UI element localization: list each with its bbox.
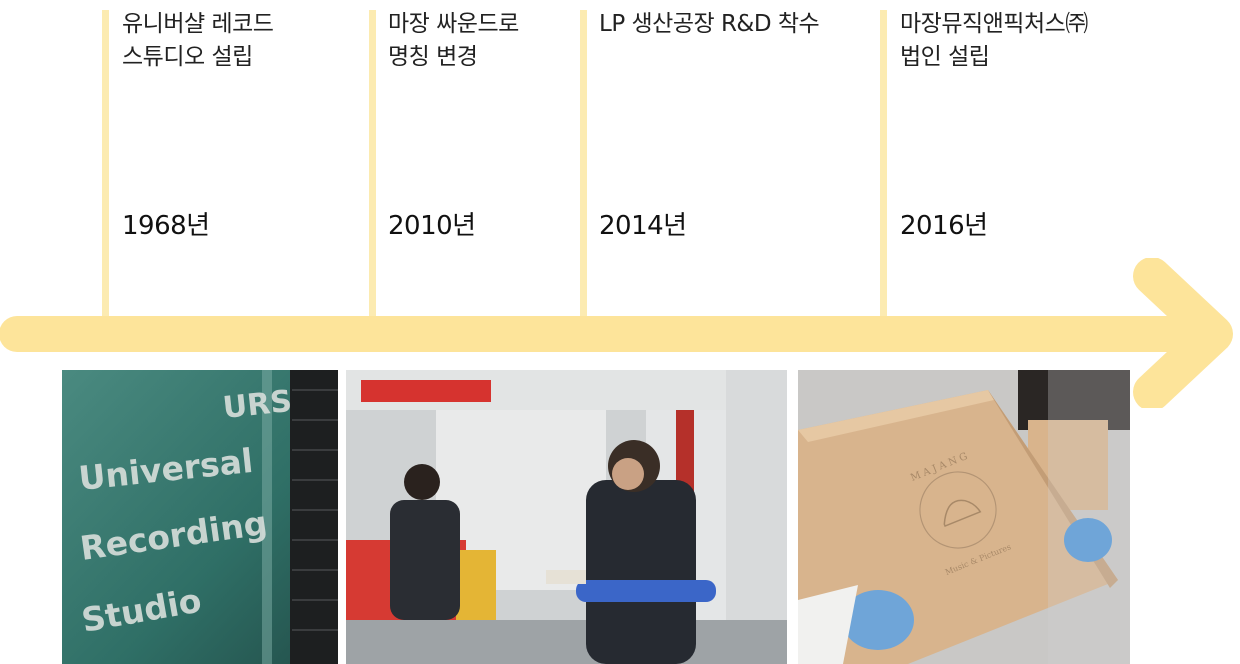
- timeline-marker-line-2016: [880, 10, 887, 316]
- event-year-1968: 1968년: [122, 211, 210, 241]
- event-title-1968: 유니버샬 레코드 스튜디오 설립: [122, 11, 274, 70]
- timeline-arrow-icon: [0, 258, 1233, 408]
- event-title-2010: 마장 싸운드로 명칭 변경: [388, 11, 519, 70]
- product-box-photo: MAJANG Music & Pictures: [798, 370, 1130, 664]
- sign-text-urs: URS: [221, 384, 293, 426]
- event-title-2014: LP 생산공장 R&D 착수: [599, 11, 820, 37]
- factory-workers-photo: [346, 370, 787, 664]
- event-year-2016: 2016년: [900, 211, 988, 241]
- timeline-marker-line-2010: [369, 10, 376, 316]
- studio-sign-photo: URS Universal Recording Studio: [62, 370, 338, 664]
- event-year-2010: 2010년: [388, 211, 476, 241]
- timeline-marker-line-1968: [102, 10, 109, 316]
- event-year-2014: 2014년: [599, 211, 687, 241]
- event-title-2016: 마장뮤직앤픽처스㈜ 법인 설립: [900, 11, 1088, 70]
- timeline-marker-line-2014: [580, 10, 587, 316]
